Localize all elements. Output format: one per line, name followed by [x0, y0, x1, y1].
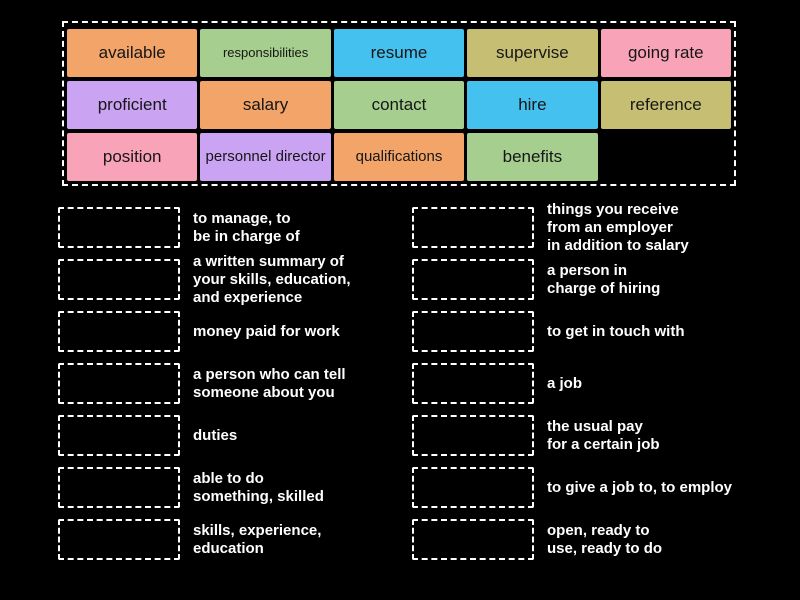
match-row: a job [412, 363, 777, 404]
match-row: to manage, to be in charge of [58, 207, 423, 248]
word-bank: available responsibilities resume superv… [62, 21, 736, 186]
answer-slot[interactable] [58, 311, 180, 352]
match-list-right: things you receive from an employer in a… [412, 201, 777, 560]
word-tile[interactable]: qualifications [333, 133, 465, 181]
definition-text: a person in charge of hiring [547, 261, 661, 297]
match-row: a written summary of your skills, educat… [58, 253, 423, 306]
match-row: a person in charge of hiring [412, 259, 777, 300]
word-tile[interactable]: reference [600, 81, 731, 129]
definition-text: the usual pay for a certain job [547, 417, 660, 453]
definition-text: a job [547, 374, 583, 392]
definition-text: to get in touch with [547, 322, 685, 340]
definition-text: a person who can tell someone about you [193, 365, 346, 401]
answer-slot[interactable] [412, 259, 534, 300]
match-row: able to do something, skilled [58, 467, 423, 508]
answer-slot[interactable] [58, 259, 180, 300]
answer-slot[interactable] [58, 467, 180, 508]
match-row: open, ready to use, ready to do [412, 519, 777, 560]
definition-text: a written summary of your skills, educat… [193, 252, 351, 306]
match-list-left: to manage, to be in charge of a written … [58, 207, 423, 560]
definition-text: open, ready to use, ready to do [547, 521, 663, 557]
answer-slot[interactable] [58, 363, 180, 404]
word-tile[interactable]: supervise [467, 29, 598, 77]
word-tile[interactable]: resume [333, 29, 465, 77]
match-row: skills, experience, education [58, 519, 423, 560]
answer-slot[interactable] [412, 415, 534, 456]
word-tile[interactable]: responsibilities [200, 29, 331, 77]
word-tile[interactable]: salary [200, 81, 331, 129]
answer-slot[interactable] [412, 363, 534, 404]
match-row: a person who can tell someone about you [58, 363, 423, 404]
answer-slot[interactable] [58, 207, 180, 248]
empty-cell [601, 133, 731, 181]
definition-text: skills, experience, education [193, 521, 322, 557]
definition-text: to give a job to, to employ [547, 478, 733, 496]
answer-slot[interactable] [412, 311, 534, 352]
answer-slot[interactable] [58, 519, 180, 560]
word-tile[interactable]: proficient [67, 81, 198, 129]
word-tile[interactable]: going rate [600, 29, 731, 77]
match-row: the usual pay for a certain job [412, 415, 777, 456]
word-tile[interactable]: available [67, 29, 198, 77]
match-row: duties [58, 415, 423, 456]
definition-text: duties [193, 426, 238, 444]
definition-text: to manage, to be in charge of [193, 209, 300, 245]
definition-text: things you receive from an employer in a… [547, 200, 689, 254]
definition-text: able to do something, skilled [193, 469, 324, 505]
answer-slot[interactable] [412, 467, 534, 508]
word-tile[interactable]: benefits [467, 133, 598, 181]
definition-text: money paid for work [193, 322, 340, 340]
word-tile[interactable]: personnel director [200, 133, 331, 181]
word-tile[interactable]: hire [467, 81, 598, 129]
answer-slot[interactable] [58, 415, 180, 456]
answer-slot[interactable] [412, 207, 534, 248]
match-row: money paid for work [58, 311, 423, 352]
match-row: to give a job to, to employ [412, 467, 777, 508]
match-row: things you receive from an employer in a… [412, 201, 777, 254]
match-row: to get in touch with [412, 311, 777, 352]
word-tile[interactable]: contact [333, 81, 465, 129]
word-tile[interactable]: position [67, 133, 198, 181]
answer-slot[interactable] [412, 519, 534, 560]
